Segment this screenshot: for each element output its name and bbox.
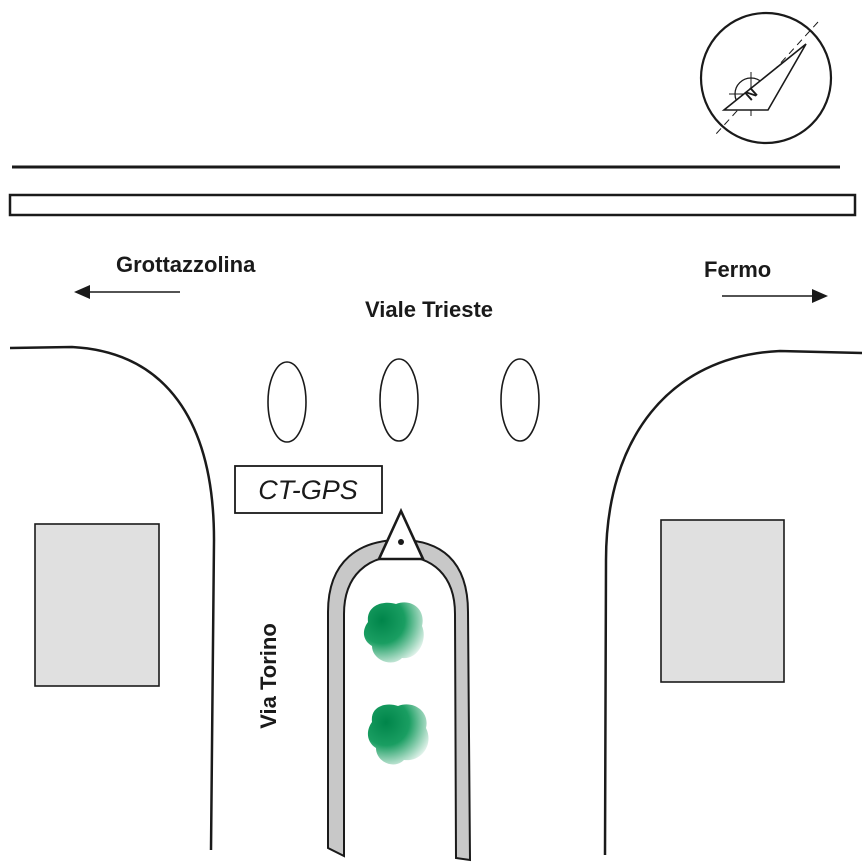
arrow-left-icon bbox=[74, 285, 180, 299]
destination-west-label: Grottazzolina bbox=[116, 252, 256, 277]
compass-needle-icon bbox=[721, 43, 807, 111]
gps-station-marker-icon bbox=[376, 507, 426, 561]
right-curb bbox=[603, 349, 863, 856]
traffic-island bbox=[500, 358, 540, 442]
arrow-right-icon bbox=[722, 289, 828, 303]
main-street-label: Viale Trieste bbox=[365, 297, 493, 322]
railway-track bbox=[8, 193, 857, 217]
tree-icon bbox=[363, 602, 424, 663]
destination-east-label: Fermo bbox=[704, 257, 771, 282]
traffic-island bbox=[379, 358, 419, 442]
station-label-box: CT-GPS bbox=[234, 465, 383, 514]
side-street-label: Via Torino bbox=[256, 623, 281, 729]
building-west bbox=[34, 523, 160, 687]
left-curb bbox=[9, 345, 216, 851]
median-island bbox=[327, 538, 472, 862]
building-east bbox=[660, 519, 785, 683]
station-label: CT-GPS bbox=[258, 475, 358, 505]
tree-icon bbox=[367, 704, 429, 765]
traffic-island bbox=[267, 361, 307, 443]
compass-rose: N bbox=[699, 11, 833, 145]
